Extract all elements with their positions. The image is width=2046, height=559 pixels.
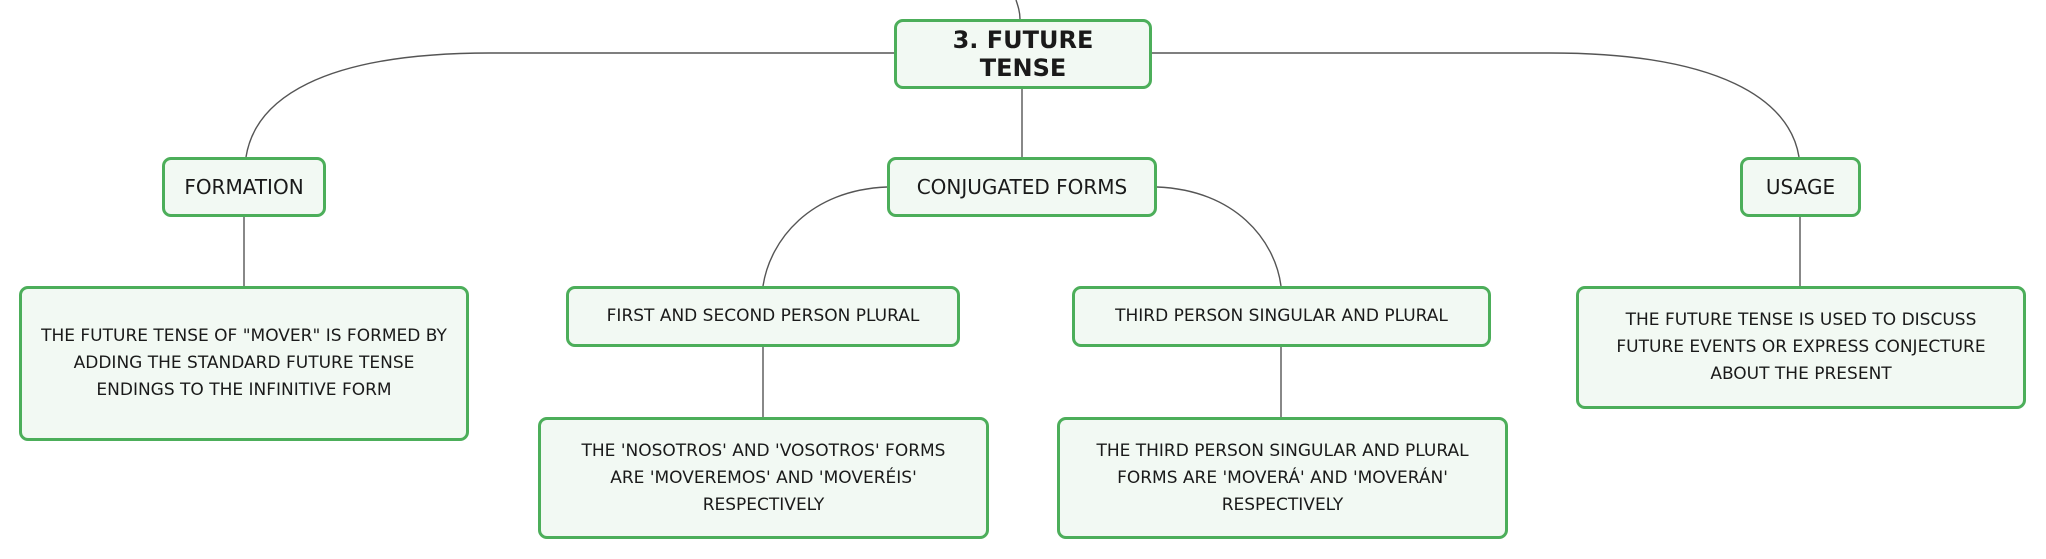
third-person-label: THIRD PERSON SINGULAR AND PLURAL (1115, 306, 1448, 326)
formation-detail-node[interactable]: THE FUTURE TENSE OF "MOVER" IS FORMED BY… (19, 286, 469, 441)
root-label: 3. FUTURE TENSE (952, 26, 1094, 82)
first-second-person-detail-text: THE 'NOSOTROS' AND 'VOSOTROS' FORMS ARE … (581, 440, 946, 515)
usage-node[interactable]: USAGE (1740, 157, 1861, 217)
conjugated-forms-label: CONJUGATED FORMS (916, 175, 1128, 199)
usage-detail-node[interactable]: THE FUTURE TENSE IS USED TO DISCUSS FUTU… (1576, 286, 2026, 409)
formation-label: FORMATION (184, 175, 304, 199)
third-person-node[interactable]: THIRD PERSON SINGULAR AND PLURAL (1072, 286, 1491, 347)
first-second-person-label: FIRST AND SECOND PERSON PLURAL (606, 306, 920, 326)
root-node[interactable]: 3. FUTURE TENSE (894, 19, 1152, 89)
usage-label: USAGE (1765, 175, 1836, 199)
third-person-detail-text: THE THIRD PERSON SINGULAR AND PLURAL FOR… (1096, 440, 1469, 515)
connector-conjugated-to-first-second (762, 186, 888, 287)
third-person-detail-node[interactable]: THE THIRD PERSON SINGULAR AND PLURAL FOR… (1057, 417, 1508, 539)
connector-root-to-usage (1152, 52, 1800, 158)
formation-node[interactable]: FORMATION (162, 157, 326, 217)
conjugated-forms-node[interactable]: CONJUGATED FORMS (887, 157, 1157, 217)
first-second-person-node[interactable]: FIRST AND SECOND PERSON PLURAL (566, 286, 960, 347)
first-second-person-detail-node[interactable]: THE 'NOSOTROS' AND 'VOSOTROS' FORMS ARE … (538, 417, 989, 539)
connector-parent-to-root (1015, 0, 1021, 20)
usage-detail-text: THE FUTURE TENSE IS USED TO DISCUSS FUTU… (1616, 310, 1986, 384)
connector-root-to-formation (245, 52, 894, 158)
formation-detail-text: THE FUTURE TENSE OF "MOVER" IS FORMED BY… (41, 326, 447, 400)
connector-conjugated-to-third (1156, 186, 1282, 287)
